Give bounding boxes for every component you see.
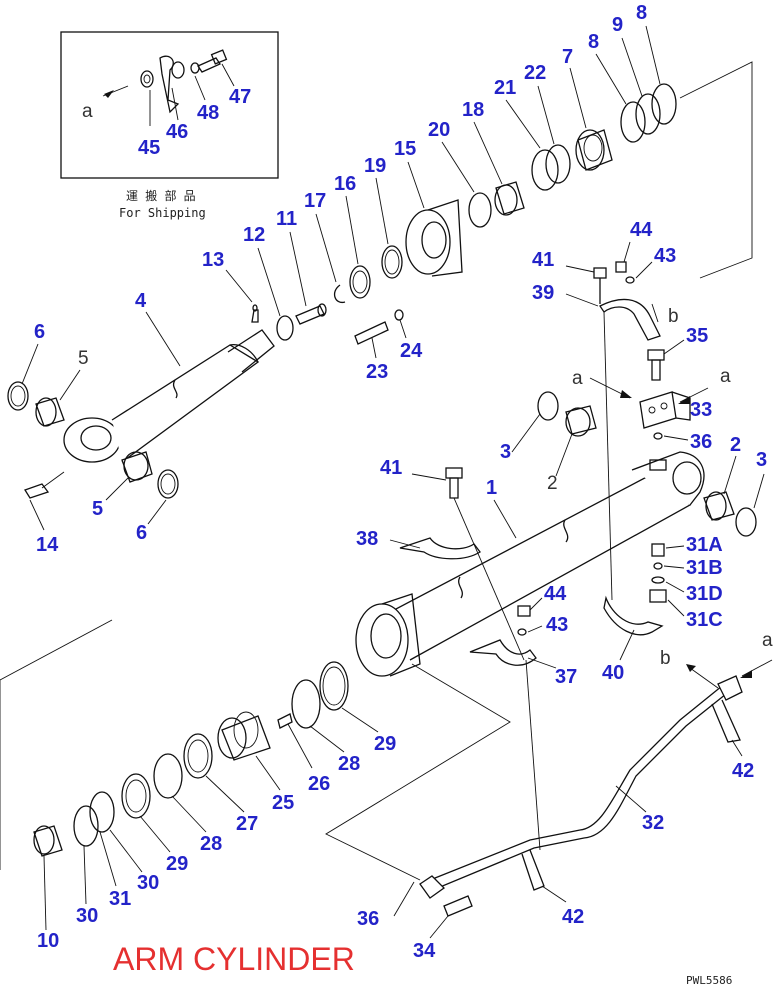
callout-43b: 43 [546, 614, 568, 636]
callout-5b: 5 [92, 498, 103, 520]
view-letter-a-lower: a [762, 630, 773, 651]
callout-45: 45 [138, 137, 160, 159]
callout-31a: 31A [686, 534, 723, 556]
callout-16: 16 [334, 173, 356, 195]
callout-46: 46 [166, 121, 188, 143]
callout-21: 21 [494, 77, 516, 99]
view-letter-b-lower: b [660, 648, 671, 669]
callout-42b: 42 [562, 906, 584, 928]
callout-14: 14 [36, 534, 59, 556]
callout-30: 30 [76, 905, 98, 927]
callout-13: 13 [202, 249, 224, 271]
callout-6b: 6 [136, 522, 147, 544]
callout-41b: 41 [380, 457, 402, 479]
view-letter-a-left: a [572, 368, 583, 389]
piping-and-clamps [399, 267, 743, 917]
callout-3: 3 [500, 441, 511, 463]
callout-25: 25 [272, 792, 294, 814]
callout-31d: 31D [686, 583, 723, 605]
callout-1: 1 [486, 477, 497, 499]
callout-29: 29 [374, 733, 396, 755]
callout-2: 2 [730, 434, 741, 456]
view-letter-a-inset: a [82, 101, 93, 122]
shipping-label-jp: 運 搬 部 品 [126, 188, 196, 203]
callout-9: 9 [612, 14, 623, 36]
callout-44b: 44 [544, 583, 567, 605]
callout-5: 5 [78, 348, 89, 369]
callout-27: 27 [236, 813, 258, 835]
callout-42: 42 [732, 760, 754, 782]
diagram-title: ARM CYLINDER [113, 941, 355, 977]
callout-8: 8 [588, 31, 599, 53]
callout-26: 26 [308, 773, 330, 795]
callout-31: 31 [109, 888, 131, 910]
callout-28: 28 [338, 753, 360, 775]
shipping-inset [60, 31, 279, 179]
callout-29b: 29 [166, 853, 188, 875]
callout-33: 33 [690, 399, 712, 421]
shipping-label-en: For Shipping [119, 206, 206, 220]
callout-4: 4 [135, 290, 147, 312]
callout-41: 41 [532, 249, 554, 271]
callout-31c: 31C [686, 609, 723, 631]
callout-7: 7 [562, 46, 573, 68]
callout-17: 17 [304, 190, 326, 212]
callout-38: 38 [356, 528, 378, 550]
callout-11: 11 [276, 208, 297, 230]
callout-48: 48 [197, 102, 219, 124]
cylinder-tube-assembly [0, 391, 757, 881]
callout-37: 37 [555, 666, 577, 688]
callout-36: 36 [690, 431, 712, 453]
part-callouts: 1 2 2 3 3 4 5 5 6 6 7 8 8 9 10 11 12 13 [21, 2, 767, 962]
callout-2b: 2 [547, 473, 558, 494]
callout-3b: 3 [756, 449, 767, 471]
callout-23: 23 [366, 361, 388, 383]
callout-36b: 36 [357, 908, 379, 930]
callout-6: 6 [34, 321, 45, 343]
callout-35: 35 [686, 325, 708, 347]
callout-47: 47 [229, 86, 251, 108]
callout-40: 40 [602, 662, 624, 684]
callout-28b: 28 [200, 833, 222, 855]
view-letter-a-right: a [720, 366, 731, 387]
piston-rod-assembly [7, 61, 753, 499]
callout-8b: 8 [636, 2, 647, 24]
callout-30b: 30 [137, 872, 159, 894]
callout-10: 10 [37, 930, 59, 952]
callout-24: 24 [400, 340, 423, 362]
callout-44: 44 [630, 219, 653, 241]
callout-20: 20 [428, 119, 450, 141]
callout-31b: 31B [686, 557, 723, 579]
drawing-code: PWL5586 [686, 974, 732, 987]
callout-18: 18 [462, 99, 484, 121]
callout-32: 32 [642, 812, 664, 834]
callout-12: 12 [243, 224, 265, 246]
callout-15: 15 [394, 138, 416, 160]
callout-19: 19 [364, 155, 386, 177]
callout-43: 43 [654, 245, 676, 267]
view-indicators: a a a a b b [82, 101, 773, 689]
callout-39: 39 [532, 282, 554, 304]
callout-22: 22 [524, 62, 546, 84]
callout-34: 34 [413, 940, 436, 962]
view-letter-b-upper: b [668, 306, 679, 327]
